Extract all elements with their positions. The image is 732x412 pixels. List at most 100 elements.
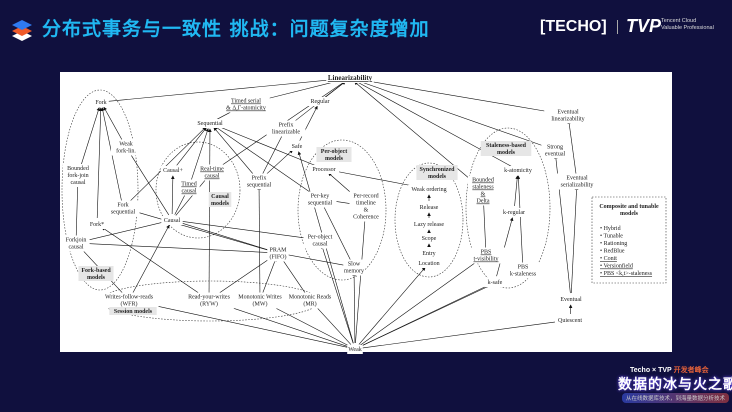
node-bg-timedserial [222, 96, 270, 113]
edge-fork-to-lin [106, 77, 345, 102]
node-forkstar: Fork* [90, 222, 104, 228]
node-ryw: Read-your-writes(RYW) [188, 295, 231, 308]
composite-item: • Versionfield [600, 263, 633, 270]
sync-group-outline [394, 162, 464, 278]
edge-weak-to-mr [313, 303, 352, 345]
node-bg-rtcausal [196, 164, 228, 181]
tvp-sub-line2: Valuable Professional [661, 25, 714, 31]
node-bg-evser [553, 173, 601, 190]
node-bg-scope [419, 234, 439, 243]
edge-ksafe-to-kreg [496, 217, 514, 277]
node-mr: Monotonic Reads(MR) [289, 295, 332, 308]
brand-divider [617, 20, 618, 34]
node-weakorder: Weak ordering [411, 187, 446, 193]
edge-weak-to-mw [264, 302, 350, 347]
node-weak: Weak [348, 347, 362, 353]
composite-item: • Conit [600, 256, 617, 262]
edge-weak-to-perobjcausal [321, 245, 354, 344]
node-bg-weakorder [408, 185, 450, 194]
node-bg-pbsk [505, 262, 541, 279]
edge-weakorder-to-processor [329, 168, 424, 189]
edge-weak-to-slow [352, 272, 356, 344]
edge-pram-to-forkseq [128, 208, 273, 252]
group-label-session: Session models [114, 309, 153, 315]
node-quiescent: Quiescent [558, 318, 582, 324]
node-wfr: Writes-follow-reads(WFR) [105, 294, 154, 308]
edge-slow-to-pram [283, 252, 349, 267]
group-label-bg-staleness [480, 141, 532, 156]
node-bg-processor [308, 165, 340, 174]
node-timedserial: Timed serial& Δ,Γ-atomicity [226, 99, 266, 112]
node-bg-causal [161, 216, 183, 225]
node-fork: Fork [95, 100, 106, 106]
node-pram: PRAM(FIFO) [269, 248, 287, 261]
tvp-sub-line1: Tencent Cloud [661, 18, 697, 24]
node-bg-prefixseq [242, 173, 276, 190]
node-bg-evlin [544, 107, 592, 124]
techo-logo: [TECHO] [540, 18, 607, 35]
node-bg-perkey [303, 191, 337, 208]
composite-item: • Tunable [600, 234, 623, 240]
node-lin: Linearizability [328, 74, 373, 82]
staleness-group-outline [465, 127, 551, 289]
composite-item: • Rationing [600, 241, 627, 247]
node-bg-prefixlin [266, 120, 306, 137]
composite-box [591, 196, 667, 284]
node-bg-forkseq [106, 200, 140, 217]
edge-slow-to-perkey [322, 203, 352, 262]
node-bg-wfr [99, 292, 159, 309]
node-bg-eventual [557, 295, 585, 304]
node-bg-ryw [183, 292, 235, 309]
edge-pram-to-causal [177, 220, 273, 252]
node-bg-quiescent [554, 316, 586, 325]
node-bg-pbst [466, 247, 506, 264]
edge-pram-to-fjcausal [81, 241, 273, 254]
layers-logo-icon [12, 17, 32, 47]
composite-item: • PBS <k,t>-staleness [600, 271, 653, 277]
node-katom: k-atomicity [504, 168, 532, 174]
edge-causalplus-to-sequential [176, 127, 207, 166]
edge-pbsk-to-katom [516, 175, 524, 265]
event-suffix: 开发者峰会 [671, 367, 709, 374]
node-bg-bfjc [62, 164, 94, 187]
node-location: Location [418, 261, 439, 267]
node-mw: Monotonic Writes(MW) [238, 295, 282, 308]
node-bg-timedcausal [178, 179, 200, 196]
edge-causal-to-weakforklin [128, 151, 170, 216]
edge-mw-to-prefixseq [257, 186, 261, 295]
edge-timedcausal-to-sequential [190, 128, 209, 182]
event-theme: 数据的冰与火之歌 [618, 377, 732, 393]
group-label-bg-causal [208, 192, 232, 207]
edge-weakforklin-to-fork [103, 106, 124, 142]
edge-eventual-to-evser [571, 186, 579, 294]
node-bg-fork [93, 98, 109, 107]
node-bg-forkstar [87, 220, 107, 229]
tvp-logo: TVP [626, 16, 662, 36]
edge-ryw-to-sequential [208, 128, 212, 295]
node-lazyrel: Lazy release [414, 222, 444, 228]
node-processor: Processor [312, 167, 335, 173]
composite-item: • Hybrid [600, 226, 621, 232]
group-label-bg-sync [416, 165, 458, 180]
node-bg-kreg [498, 208, 530, 217]
slide-title: 分布式事务与一致性 挑战：问题复杂度增加 [42, 18, 430, 40]
edge-weak-to-ryw [214, 301, 350, 348]
node-bg-location [415, 259, 443, 268]
node-bg-pram [267, 245, 289, 262]
node-bg-mr [286, 292, 334, 309]
edge-fjcausal-to-bfjc [75, 180, 80, 238]
